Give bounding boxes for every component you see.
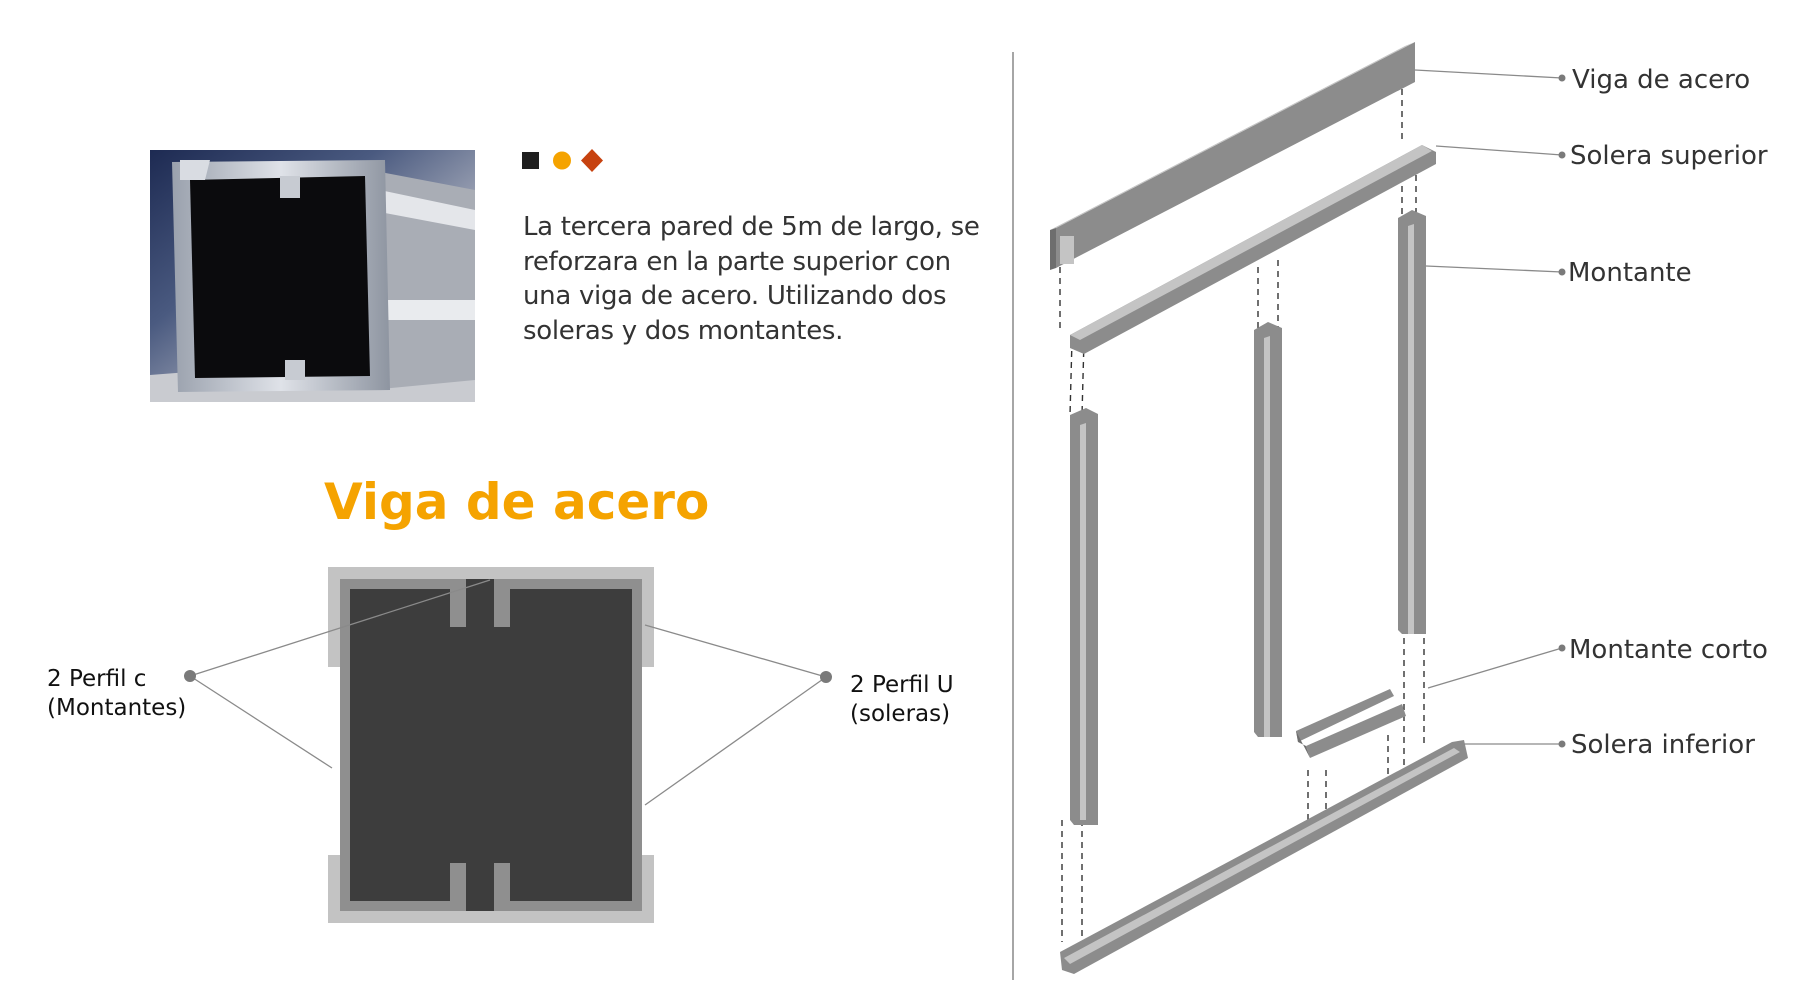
section-title: Viga de acero [324,473,710,531]
decorative-markers [522,149,603,172]
label-solera-inferior: Solera inferior [1571,730,1755,760]
montante-right-part [1398,210,1426,634]
callout-perfil-c: 2 Perfil c (Montantes) [47,665,186,723]
label-leader-lines [1414,69,1563,745]
label-montante-corto: Montante corto [1569,635,1768,665]
callout-perfil-c-line2: (Montantes) [47,695,187,721]
right-callout-dot [820,671,832,683]
callout-perfil-u-line1: 2 Perfil U [850,672,954,698]
lips [450,579,510,911]
circle-marker-icon [553,151,571,170]
wall-assembly-diagram [1050,42,1566,974]
label-dots [1558,74,1566,748]
vertical-divider [1012,52,1014,980]
solera-inferior-part [1060,740,1468,974]
montante-corto-part [1296,689,1406,758]
diamond-marker-icon [581,149,603,172]
montante-left-part [1070,408,1098,825]
core [350,589,632,901]
label-montante: Montante [1568,258,1692,288]
label-solera-superior: Solera superior [1570,141,1768,171]
intro-text: La tercera pared de 5m de largo, se refo… [523,212,980,346]
label-viga-de-acero: Viga de acero [1572,65,1751,95]
solera-superior-part [1070,145,1436,354]
montante-middle-part [1254,322,1282,737]
callout-perfil-u: 2 Perfil U (soleras) [850,671,954,729]
square-marker-icon [522,152,539,169]
beam-cross-section [328,567,654,923]
left-callout-dot [184,670,196,682]
callout-perfil-c-line1: 2 Perfil c [47,666,147,692]
steel-beam-photo [150,150,475,402]
section-leader-lines [184,579,832,806]
callout-perfil-u-line2: (soleras) [850,701,951,727]
viga-de-acero-part [1050,42,1415,270]
